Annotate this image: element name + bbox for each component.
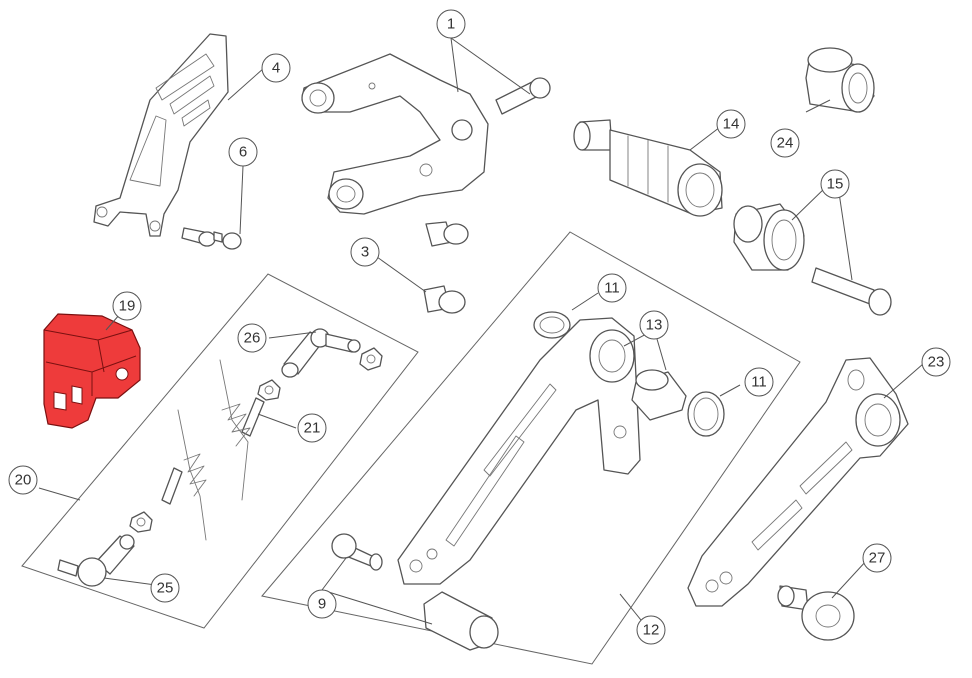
part-4-bracket [93,33,229,237]
part-19-highlighted-bracket [43,313,141,429]
svg-text:13: 13 [646,317,663,334]
callout-11a: 11 [597,273,627,303]
svg-text:11: 11 [751,374,767,391]
part-15-bolt [811,267,892,316]
part-1-link-arm [301,53,489,215]
svg-text:6: 6 [239,144,247,161]
callout-19: 19 [112,291,142,321]
part-11-washer-b [687,391,725,437]
svg-text:12: 12 [643,622,660,639]
svg-text:19: 19 [119,298,136,315]
part-11-washer-a [533,311,571,339]
callout-23: 23 [921,347,951,377]
callout-3: 3 [350,237,380,267]
callout-25: 25 [150,573,180,603]
svg-text:1: 1 [447,16,455,33]
callout-26: 26 [237,323,267,353]
callout-14: 14 [716,109,746,139]
callout-4: 4 [261,53,291,83]
svg-text:25: 25 [157,580,174,597]
part-21-rod [161,359,265,541]
callout-15: 15 [820,169,850,199]
svg-text:15: 15 [827,176,844,193]
part-27-peg [777,585,855,641]
part-3-bolts [423,221,469,314]
part-12-pedal-lever [397,317,641,585]
svg-text:9: 9 [318,596,326,613]
svg-text:20: 20 [15,472,32,489]
part-24-bushing [805,47,875,113]
callout-13: 13 [639,310,669,340]
svg-text:4: 4 [272,60,280,77]
callout-21: 21 [297,413,327,443]
part-25-rod-end [57,534,135,587]
part-6-bolts [181,227,242,250]
group-box-linkage [21,273,419,629]
svg-text:3: 3 [361,244,369,261]
svg-text:11: 11 [604,280,620,297]
callout-9: 9 [307,589,337,619]
linkage-nuts [129,347,383,533]
callout-27: 27 [862,543,892,573]
svg-text:26: 26 [244,330,261,347]
callout-12: 12 [636,615,666,645]
part-13-sleeve [631,369,687,421]
svg-text:23: 23 [928,354,945,371]
svg-text:24: 24 [777,135,794,152]
callout-6: 6 [228,137,258,167]
callout-24: 24 [770,128,800,158]
svg-text:21: 21 [304,420,321,437]
part-9-pins [331,533,499,651]
callout-1: 1 [436,9,466,39]
svg-text:14: 14 [723,116,740,133]
part-23-pedal-arm [687,357,909,607]
part-15-spool [733,203,805,271]
callout-20: 20 [8,465,38,495]
part-1-pin [495,77,551,115]
svg-text:27: 27 [869,550,886,567]
callout-11b: 11 [744,367,774,397]
part-14-shaft [573,119,723,217]
part-26-rod-end [281,328,361,378]
